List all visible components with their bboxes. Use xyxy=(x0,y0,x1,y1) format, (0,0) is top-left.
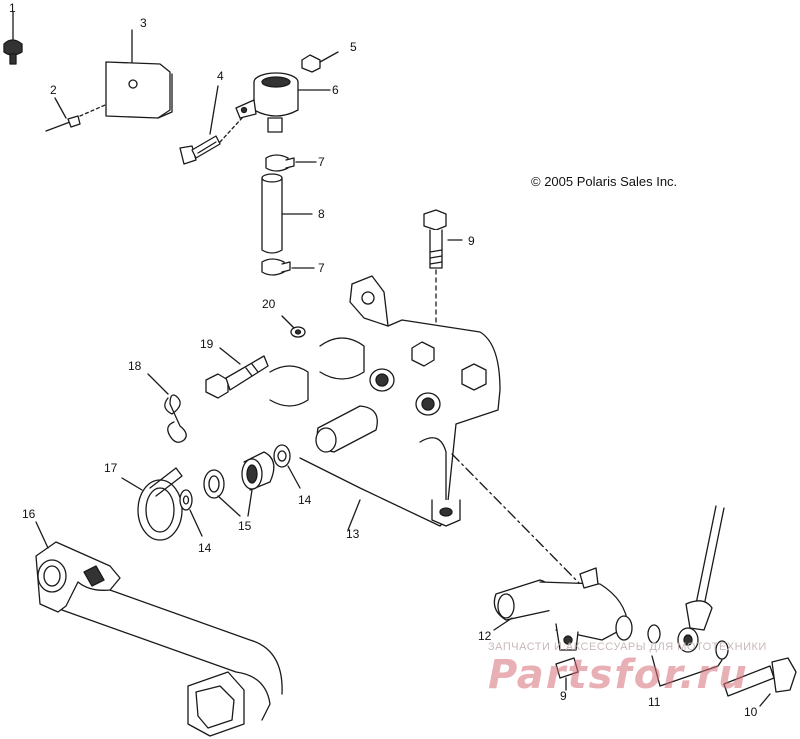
callout-5: 5 xyxy=(350,40,357,54)
part-12-master-cylinder xyxy=(493,567,633,651)
callout-10: 10 xyxy=(744,705,758,719)
callout-9-lower: 9 xyxy=(560,689,567,703)
callout-8: 8 xyxy=(318,207,325,221)
callout-4: 4 xyxy=(217,69,224,83)
callout-7-top: 7 xyxy=(318,155,325,169)
watermark-brand: Partsfor.ru xyxy=(488,652,749,698)
part-1-grommet xyxy=(3,11,23,65)
callout-7-bottom: 7 xyxy=(318,261,325,275)
part-3-bracket xyxy=(105,29,173,119)
part-4-bolt xyxy=(179,85,243,165)
part-10-bolt xyxy=(723,657,797,707)
callout-13: 13 xyxy=(346,527,360,541)
part-9-screw-lower xyxy=(555,657,579,691)
callout-labels: 1 2 3 4 5 6 7 8 9 7 20 19 18 17 14 16 15… xyxy=(9,1,758,719)
callout-20: 20 xyxy=(262,297,276,311)
callout-14-right: 14 xyxy=(298,493,312,507)
pivot-shaft xyxy=(315,405,378,453)
callout-9-upper: 9 xyxy=(468,234,475,248)
watermark-subtitle: ЗАПЧАСТИ И АКСЕССУАРЫ ДЛЯ МОТОТЕХНИКИ xyxy=(488,641,767,653)
part-7-clamp-top xyxy=(265,154,317,172)
part-14-washer-left xyxy=(179,489,203,537)
callout-1: 1 xyxy=(9,1,16,15)
callout-14-left: 14 xyxy=(198,541,212,555)
callout-18: 18 xyxy=(128,359,142,373)
callout-6: 6 xyxy=(332,83,339,97)
part-8-hose xyxy=(261,173,313,254)
part-17-spring xyxy=(121,467,183,541)
callout-12: 12 xyxy=(478,629,492,643)
callout-16: 16 xyxy=(22,507,36,521)
callout-2: 2 xyxy=(50,83,57,97)
part-6-reservoir xyxy=(235,72,331,133)
part-19-bolt xyxy=(205,347,269,399)
part-7-clamp-bottom xyxy=(261,258,315,276)
part-2-pin xyxy=(45,97,113,132)
copyright-notice: © 2005 Polaris Sales Inc. xyxy=(531,174,678,189)
part-20-washer xyxy=(281,315,306,338)
part-11-clevis-rod xyxy=(647,505,729,687)
part-15-bushings xyxy=(203,451,275,517)
callout-11: 11 xyxy=(648,695,661,709)
callout-15: 15 xyxy=(238,519,252,533)
part-14-washer-right xyxy=(273,444,301,489)
bushing-halves xyxy=(269,337,365,407)
callout-19: 19 xyxy=(200,337,214,351)
part-18-clip xyxy=(147,373,187,443)
part-16-brake-pedal xyxy=(35,521,283,737)
part-5-nut xyxy=(301,51,339,73)
callout-17: 17 xyxy=(104,461,118,475)
callout-3: 3 xyxy=(140,16,147,30)
